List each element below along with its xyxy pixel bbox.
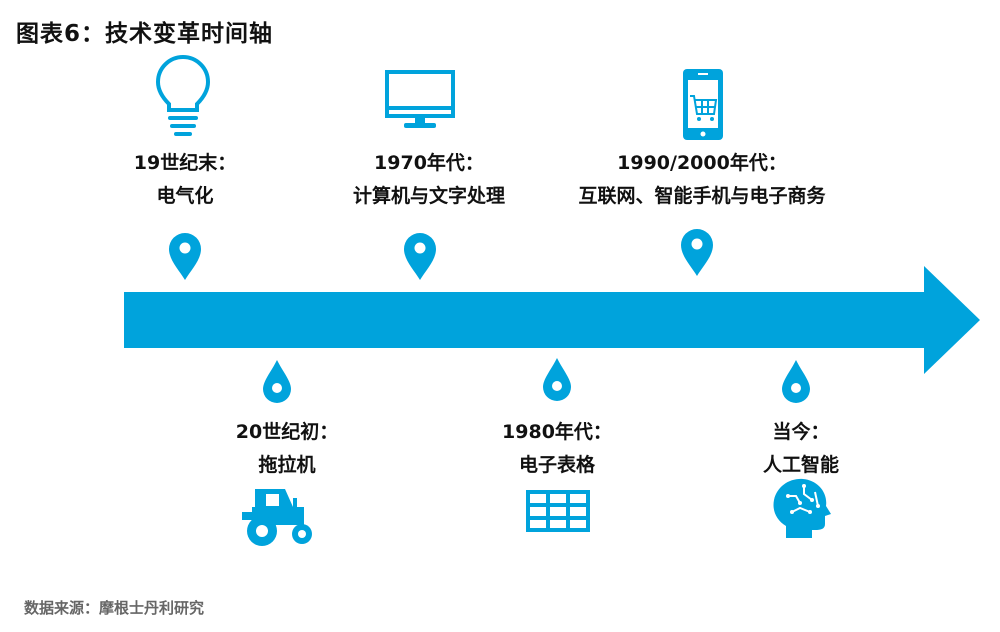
- event-label-3: 1970年代： 计算机与文字处理: [269, 147, 589, 213]
- event-label-2: 20世纪初： 拖拉机: [127, 416, 447, 482]
- event-label-1: 19世纪末： 电气化: [25, 147, 345, 213]
- spreadsheet-icon: [526, 490, 590, 532]
- source-note: 数据来源：摩根士丹利研究: [24, 599, 205, 617]
- tractor-icon: [242, 489, 312, 546]
- lightbulb-icon: [155, 55, 211, 136]
- event-description: 拖拉机: [258, 454, 316, 476]
- event-period: 1980年代：: [502, 421, 612, 443]
- drop-marker-icon: [543, 358, 571, 401]
- map-pin-icon: [681, 229, 713, 276]
- ai-head-icon: [773, 478, 831, 538]
- event-description: 电子表格: [518, 454, 595, 476]
- event-label-4: 1980年代： 电子表格: [397, 416, 717, 482]
- event-period: 20世纪初：: [235, 421, 339, 443]
- event-label-6: 当今： 人工智能: [641, 416, 961, 482]
- computer-monitor-icon: [385, 70, 455, 128]
- event-label-5: 1990/2000年代： 互联网、智能手机与电子商务: [542, 147, 862, 213]
- event-description: 互联网、智能手机与电子商务: [578, 185, 826, 207]
- event-description: 电气化: [156, 185, 214, 207]
- map-pin-icon: [169, 233, 201, 280]
- chart-title: 图表6：技术变革时间轴: [16, 21, 274, 47]
- timeline-arrow: [124, 266, 980, 374]
- event-period: 1970年代：: [374, 152, 484, 174]
- event-period: 1990/2000年代：: [617, 152, 787, 174]
- event-period: 19世纪末：: [133, 152, 237, 174]
- event-period: 当今：: [772, 421, 830, 443]
- map-pin-icon: [404, 233, 436, 280]
- event-description: 人工智能: [762, 454, 839, 476]
- smartphone-cart-icon: [683, 69, 723, 140]
- event-description: 计算机与文字处理: [352, 185, 505, 207]
- drop-marker-icon: [782, 360, 810, 403]
- drop-marker-icon: [263, 360, 291, 403]
